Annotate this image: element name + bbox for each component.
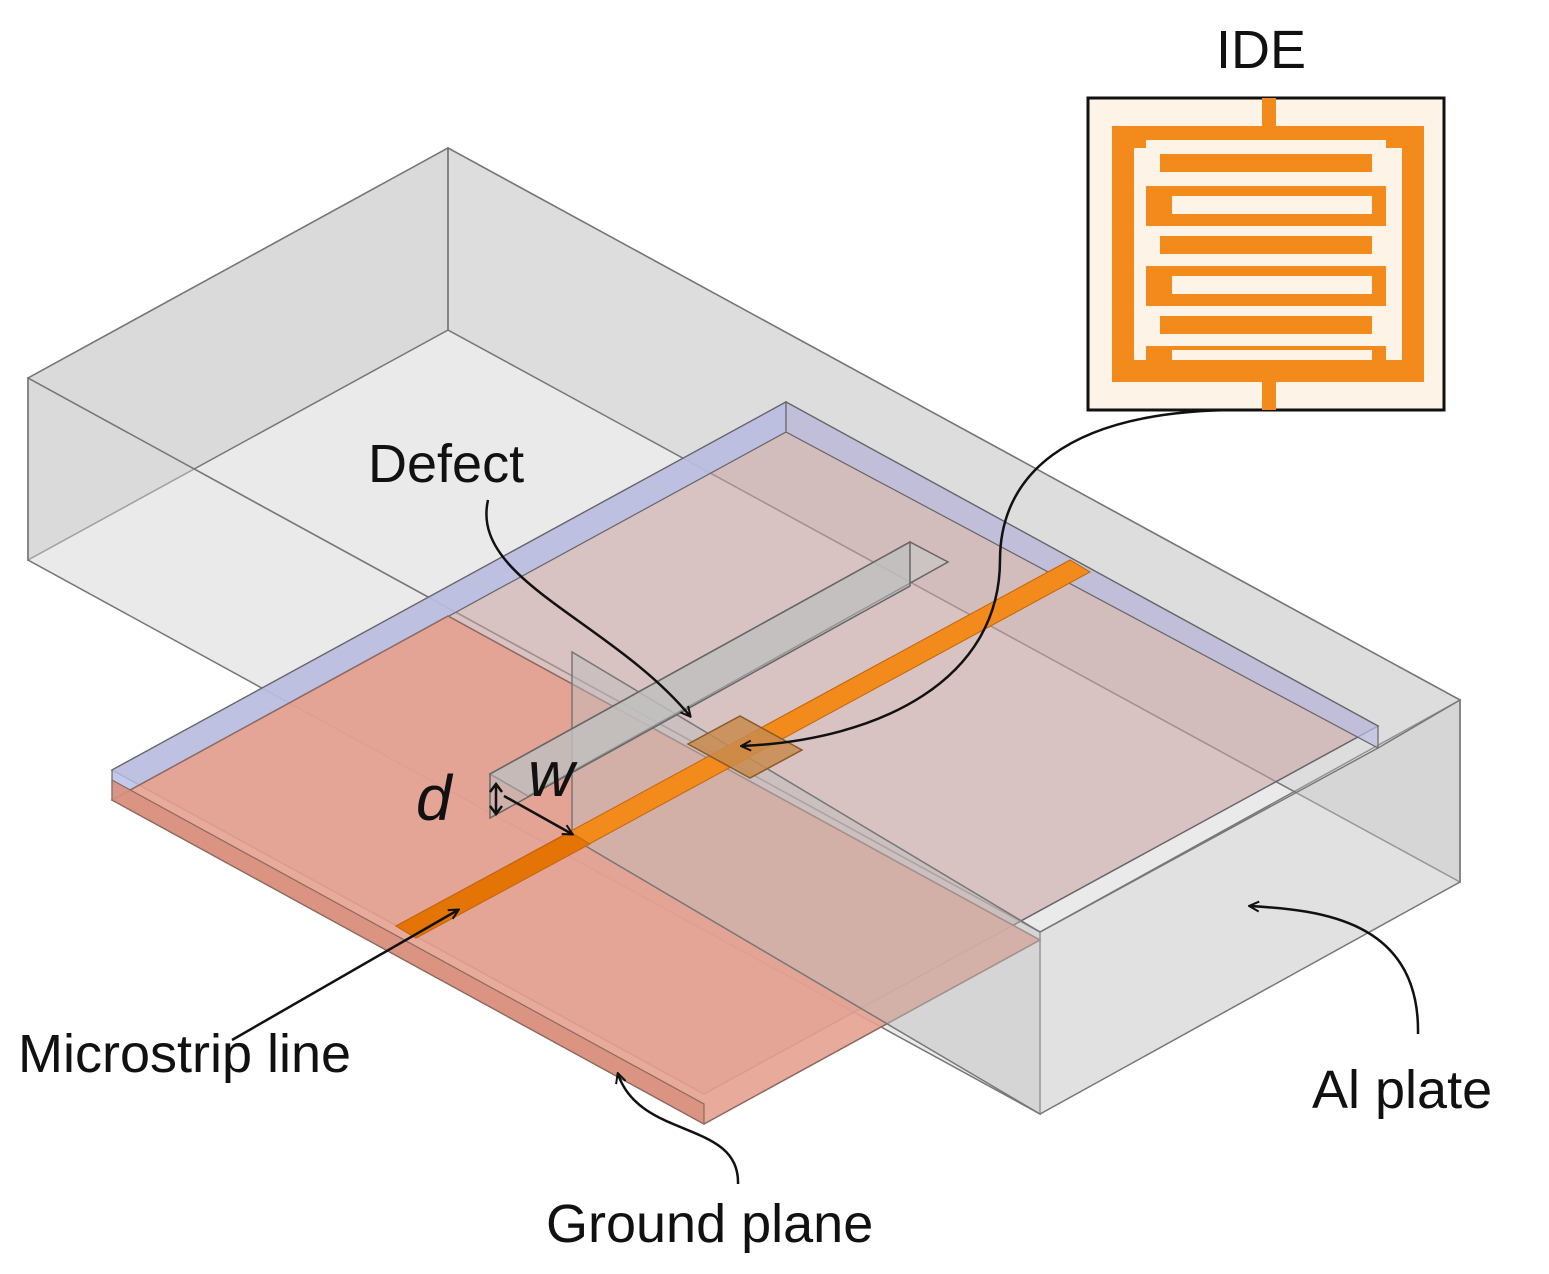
al-plate-label: Al plate bbox=[1312, 1060, 1492, 1120]
ground-plane-arrow bbox=[618, 1074, 740, 1185]
ide-label: IDE bbox=[1216, 20, 1306, 80]
d-dimension-arrow bbox=[489, 781, 503, 817]
defect-arrow bbox=[485, 499, 690, 716]
ground-plane-front-edge bbox=[111, 778, 705, 1126]
defect-slot bbox=[488, 540, 950, 820]
w-label: w bbox=[528, 738, 578, 810]
ide-inset bbox=[1086, 96, 1446, 412]
annotations bbox=[231, 408, 1420, 1185]
ide-top-feed bbox=[1262, 98, 1276, 128]
ground-plane-label: Ground plane bbox=[546, 1194, 873, 1254]
ide-finger bbox=[1172, 196, 1372, 214]
ide-bottom-bus bbox=[1112, 360, 1424, 382]
ide-finger bbox=[1160, 154, 1372, 172]
ide-finger bbox=[1172, 276, 1372, 294]
microstrip-line-label: Microstrip line bbox=[18, 1024, 351, 1084]
ide-left-bus bbox=[1112, 126, 1134, 382]
defect-slot-wall bbox=[489, 540, 911, 820]
w-dimension-arrow bbox=[503, 794, 572, 834]
ide-finger bbox=[1172, 350, 1372, 360]
ide-right-bus bbox=[1402, 126, 1424, 382]
ide-bottom-feed bbox=[1262, 380, 1276, 410]
microstrip-line-arrow bbox=[231, 910, 458, 1042]
defect-label: Defect bbox=[368, 434, 524, 494]
ide-arrow bbox=[742, 408, 1241, 746]
ide-finger bbox=[1160, 316, 1372, 334]
al-plate-arrow bbox=[1250, 906, 1420, 1035]
microstrip-line-exposed bbox=[394, 831, 592, 939]
ide-finger bbox=[1160, 236, 1372, 254]
d-label: d bbox=[416, 762, 454, 834]
